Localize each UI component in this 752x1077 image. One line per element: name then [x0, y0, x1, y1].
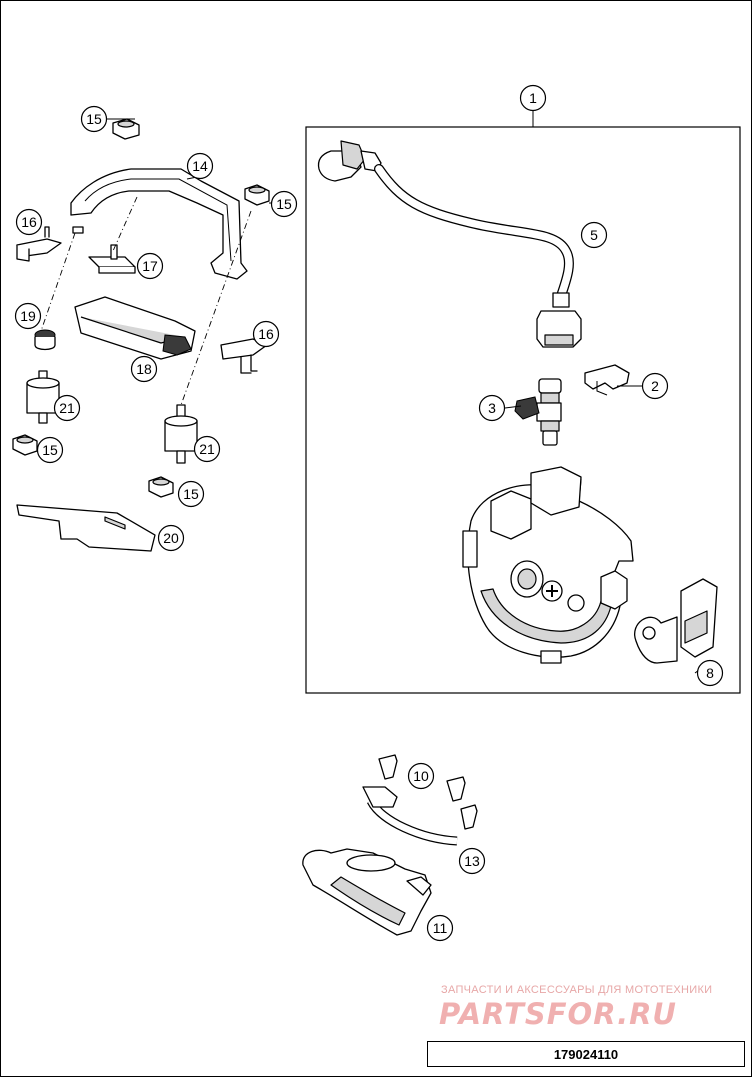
callout-16a: 16 [15, 208, 43, 236]
callout-3: 3 [478, 394, 506, 422]
callout-21a: 21 [53, 394, 81, 422]
callout-20: 20 [157, 524, 185, 552]
callout-10: 10 [407, 762, 435, 790]
part-5-fuel-hose [317, 140, 582, 348]
part-21-damper-a [26, 370, 60, 424]
callout-19-label: 19 [20, 308, 36, 324]
callout-17-label: 17 [142, 258, 158, 274]
callout-8: 8 [696, 659, 724, 687]
callout-2-label: 2 [651, 378, 659, 394]
callout-3-label: 3 [488, 400, 496, 416]
assembly-1-frame [305, 126, 741, 694]
part-11-intake-boot [302, 848, 432, 936]
callout-10-label: 10 [413, 768, 429, 784]
drawing-number: 179024110 [553, 1046, 619, 1062]
part-14-bracket [70, 168, 248, 280]
callout-1: 1 [519, 84, 547, 112]
callout-21b: 21 [193, 435, 221, 463]
callout-14: 14 [186, 152, 214, 180]
callout-15c-label: 15 [42, 442, 58, 458]
part-21-damper-b [164, 404, 198, 464]
callout-16b: 16 [252, 320, 280, 348]
callout-2: 2 [641, 372, 669, 400]
callout-19: 19 [14, 302, 42, 330]
part-15-nut-b [244, 184, 270, 206]
callout-17: 17 [136, 252, 164, 280]
callout-11: 11 [426, 914, 454, 942]
part-3-injector [514, 378, 562, 446]
drawing-number-box: 179024110 [427, 1041, 745, 1067]
callout-15a: 15 [80, 105, 108, 133]
part-2-clip [584, 364, 630, 396]
watermark-tagline: ЗАПЧАСТИ И АКСЕССУАРЫ ДЛЯ МОТОТЕХНИКИ [441, 984, 713, 996]
callout-5: 5 [580, 221, 608, 249]
callout-20-label: 20 [163, 530, 179, 546]
throttle-body [462, 466, 634, 664]
callout-15b-label: 15 [276, 196, 292, 212]
callout-18: 18 [130, 355, 158, 383]
callout-15c: 15 [36, 436, 64, 464]
part-18-module [74, 296, 196, 360]
part-16-clip-a [16, 226, 62, 262]
callout-21b-label: 21 [199, 441, 215, 457]
part-10-screws [378, 754, 478, 830]
callout-14-label: 14 [192, 158, 208, 174]
part-20-plate [16, 504, 156, 552]
callout-16a-label: 16 [21, 214, 37, 230]
callout-15b: 15 [270, 190, 298, 218]
callout-13: 13 [458, 847, 486, 875]
part-17-clip [88, 244, 136, 274]
part-13-clamp [362, 786, 458, 846]
callout-11-label: 11 [433, 920, 448, 936]
callout-5-label: 5 [590, 227, 598, 243]
callout-1-label: 1 [529, 90, 537, 106]
callout-21a-label: 21 [59, 400, 75, 416]
callout-16b-label: 16 [258, 326, 274, 342]
part-16-clip-b [220, 338, 268, 374]
watermark-brand: PARTSFOR.RU [439, 997, 677, 1031]
callout-8-label: 8 [706, 665, 714, 681]
part-15-nut-d [148, 476, 174, 498]
callout-13-label: 13 [464, 853, 480, 869]
callout-18-label: 18 [136, 361, 152, 377]
part-19-grommet [34, 329, 56, 351]
part-15-nut-c [12, 434, 38, 456]
callout-15a-label: 15 [86, 111, 102, 127]
part-15-nut-a [112, 118, 140, 140]
callout-15d: 15 [177, 480, 205, 508]
callout-15d-label: 15 [183, 486, 199, 502]
part-8-sensor [634, 578, 718, 664]
